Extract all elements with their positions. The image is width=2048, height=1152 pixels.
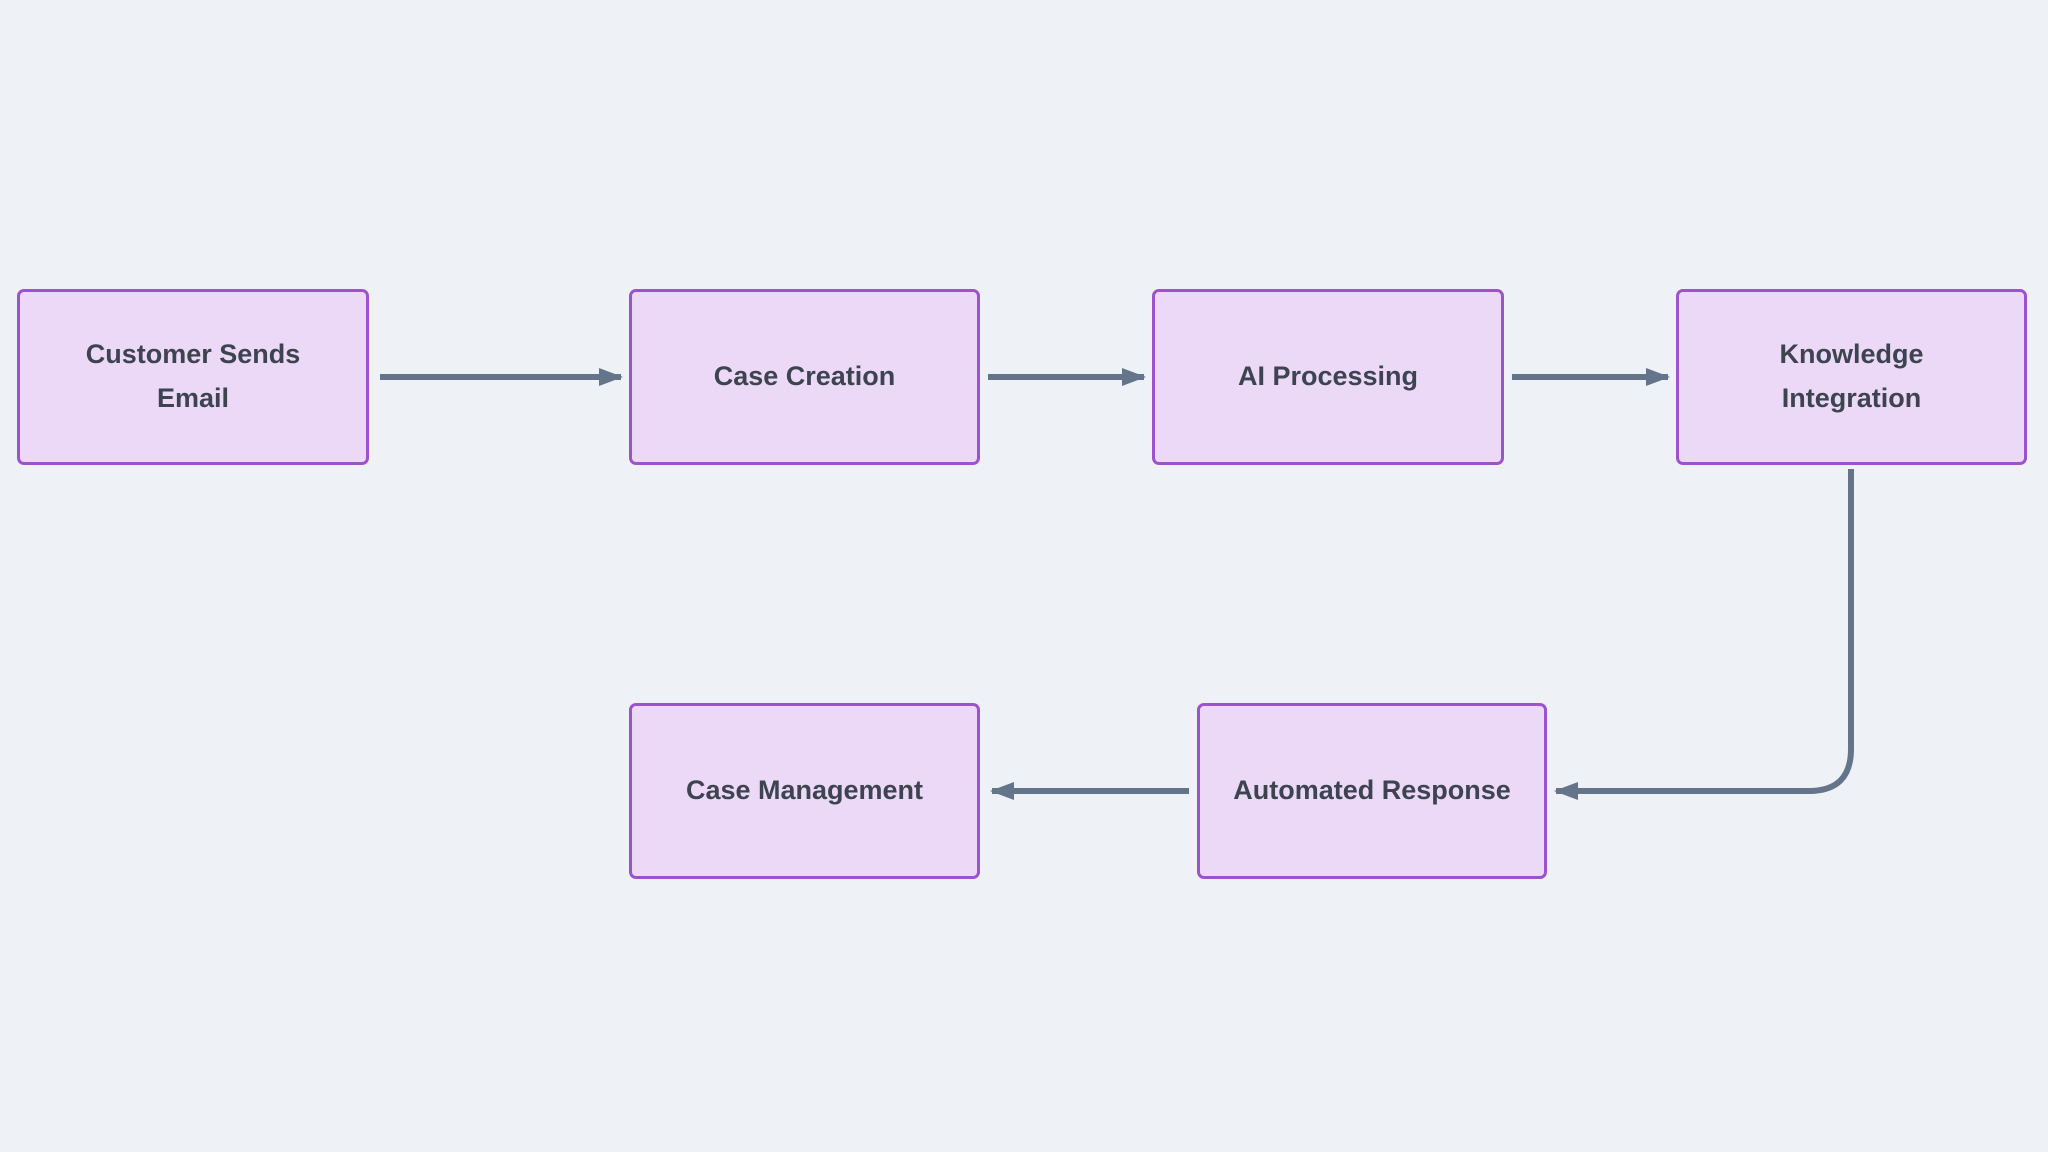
node-label: Case Management — [685, 775, 924, 806]
node-case-management: Case Management — [629, 703, 980, 879]
node-knowledge-integration: Knowledge Integration — [1676, 289, 2027, 465]
node-label: Customer Sends Email — [85, 339, 301, 413]
node-label: Automated Response — [1233, 775, 1511, 806]
node-label: Case Creation — [713, 361, 896, 392]
node-label: Knowledge Integration — [1779, 339, 1924, 413]
node-automated-response: Automated Response — [1197, 703, 1547, 879]
edge-knowledge-integration-to-automated-response — [1554, 469, 1854, 800]
node-label: AI Processing — [1237, 361, 1419, 392]
node-ai-processing: AI Processing — [1152, 289, 1504, 465]
node-case-creation: Case Creation — [629, 289, 980, 465]
node-customer-sends-email: Customer Sends Email — [17, 289, 369, 465]
